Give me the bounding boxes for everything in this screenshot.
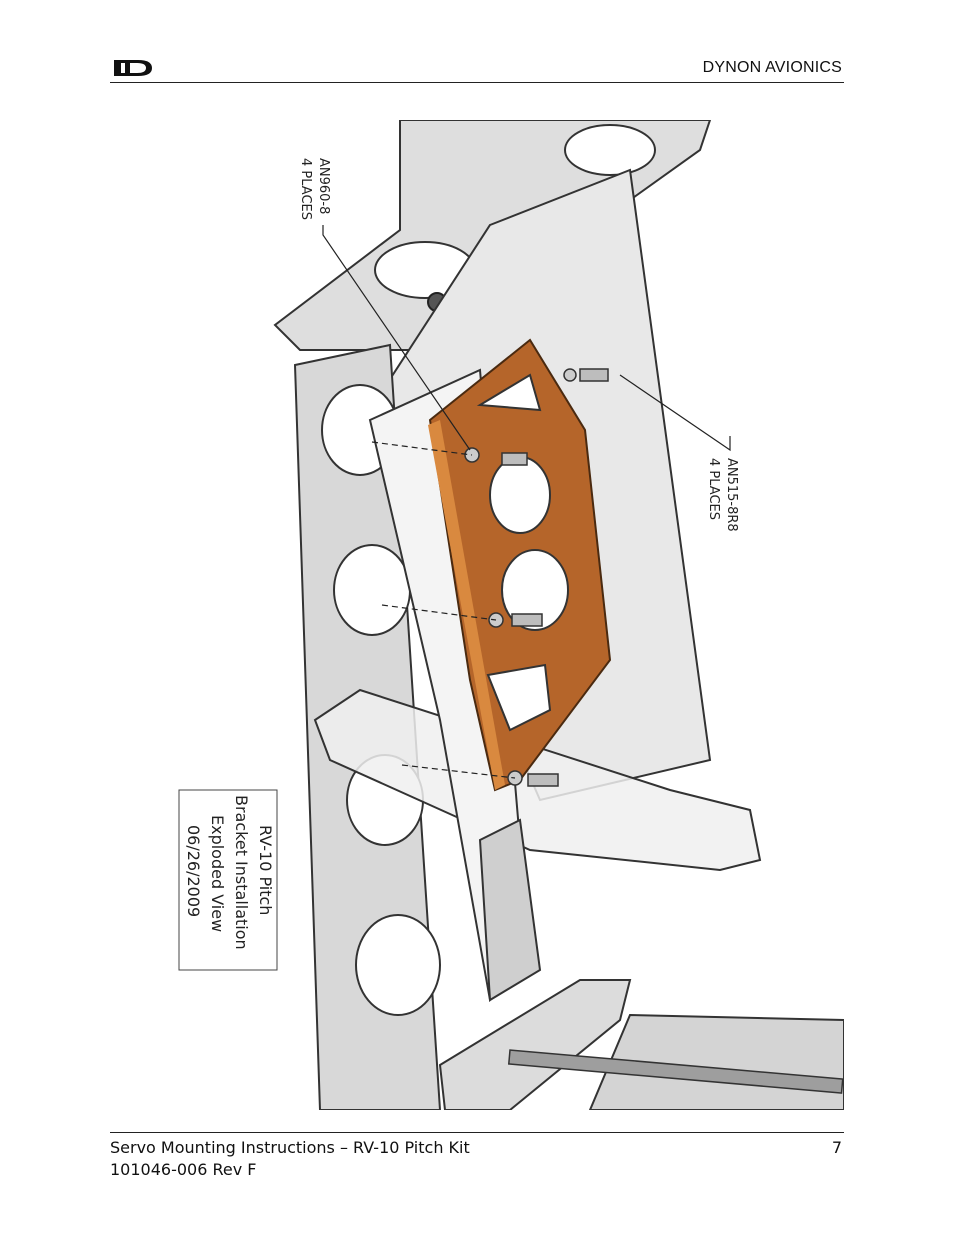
title-block-line-2: Bracket Installation [232,795,251,950]
callout-an515-qty: 4 PLACES [706,458,721,520]
fasteners [464,368,609,787]
drawing-title-block: RV-10 Pitch Bracket Installation Explode… [178,789,278,971]
company-name: DYNON AVIONICS [702,59,842,76]
exploded-view-figure: AN960-8 4 PLACES AN515-8R8 4 PLACES RV-1… [110,120,844,1110]
page-footer: Servo Mounting Instructions – RV-10 Pitc… [110,1132,844,1181]
document-title: Servo Mounting Instructions – RV-10 Pitc… [110,1138,470,1157]
callout-leaders [322,225,731,779]
callout-an515-label: AN515-8R8 [724,458,739,532]
document-number: 101046-006 Rev F [110,1160,257,1179]
callout-an960-label: AN960-8 [316,158,331,214]
bracket-installation-drawing: AN960-8 4 PLACES AN515-8R8 4 PLACES RV-1… [178,120,844,1110]
title-block-line-1: RV-10 Pitch [256,825,275,915]
page-number: 7 [831,1138,842,1157]
title-block-line-3: Exploded View [208,815,227,932]
title-block-line-4: 06/26/2009 [184,825,203,917]
dynon-logo-icon [114,60,152,76]
lower-structure [438,818,844,1110]
page-header: DYNON AVIONICS [110,52,844,83]
callout-an960-qty: 4 PLACES [298,158,313,220]
